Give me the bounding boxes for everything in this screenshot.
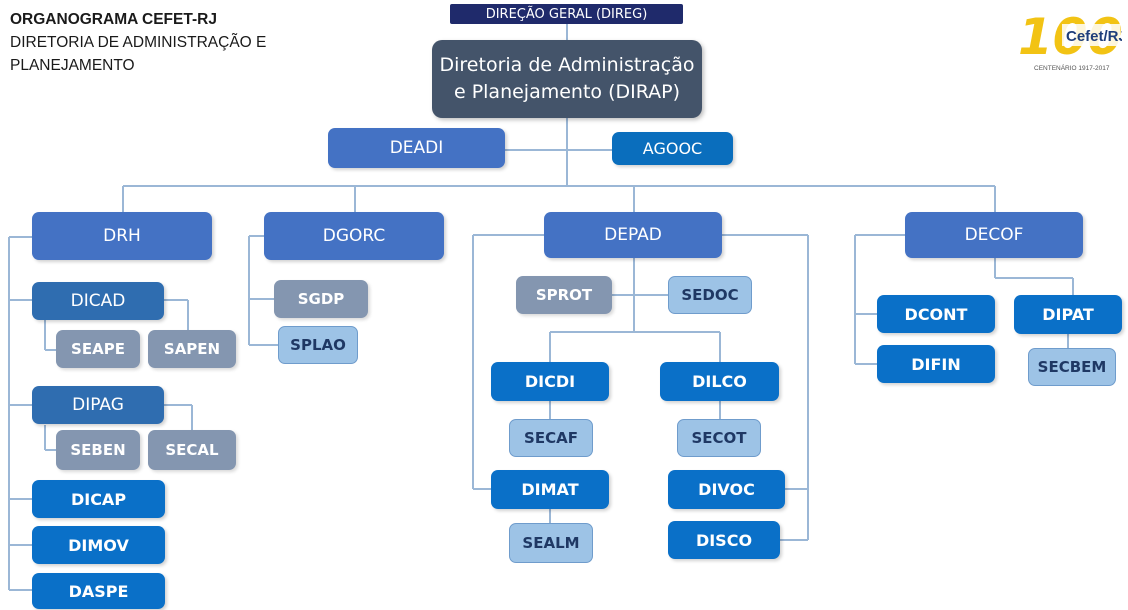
node-dgorc[interactable]: DGORC [264,212,444,260]
node-secot[interactable]: SECOT [677,419,761,457]
node-dirap-line1: Diretoria de Administração [439,54,695,77]
node-secal[interactable]: SECAL [148,430,236,470]
node-dimat[interactable]: DIMAT [491,470,609,509]
page-subtitle-line2: PLANEJAMENTO [10,57,135,74]
node-sprot[interactable]: SPROT [516,276,612,314]
node-secaf[interactable]: SECAF [509,419,593,457]
page-header: ORGANOGRAMA CEFET-RJ DIRETORIA DE ADMINI… [10,8,266,77]
node-decof[interactable]: DECOF [905,212,1083,258]
node-sealm[interactable]: SEALM [509,523,593,563]
node-agooc[interactable]: AGOOC [612,132,733,165]
node-drh[interactable]: DRH [32,212,212,260]
svg-text:Cefet/RJ: Cefet/RJ [1066,28,1122,45]
node-depad[interactable]: DEPAD [544,212,722,258]
node-sapen[interactable]: SAPEN [148,330,236,368]
node-direg[interactable]: DIREÇÃO GERAL (DIREG) [450,4,683,24]
node-dipat[interactable]: DIPAT [1014,295,1122,334]
node-dicad[interactable]: DICAD [32,282,164,320]
node-sedoc[interactable]: SEDOC [668,276,752,314]
svg-text:CENTENÁRIO 1917-2017: CENTENÁRIO 1917-2017 [1034,63,1110,72]
node-dirap[interactable]: Diretoria de Administração e Planejament… [432,40,702,118]
node-sgdp[interactable]: SGDP [274,280,368,318]
node-splao[interactable]: SPLAO [278,326,358,364]
node-difin[interactable]: DIFIN [877,345,995,383]
node-dimov[interactable]: DIMOV [32,526,165,564]
node-dirap-line2: e Planejamento (DIRAP) [453,81,681,103]
node-disco[interactable]: DISCO [668,521,780,559]
node-seape[interactable]: SEAPE [56,330,140,368]
node-daspe[interactable]: DASPE [32,573,165,609]
cefet-centenary-logo: 100 Cefet/RJ CENTENÁRIO 1917-2017 [1018,8,1122,72]
node-dcont[interactable]: DCONT [877,295,995,333]
node-divoc[interactable]: DIVOC [668,470,785,509]
node-dicap[interactable]: DICAP [32,480,165,518]
node-dipag[interactable]: DIPAG [32,386,164,424]
node-seben[interactable]: SEBEN [56,430,140,470]
node-dicdi[interactable]: DICDI [491,362,609,401]
node-dilco[interactable]: DILCO [660,362,779,401]
node-deadi[interactable]: DEADI [328,128,505,168]
page-title: ORGANOGRAMA CEFET-RJ [10,11,217,28]
page-subtitle-line1: DIRETORIA DE ADMINISTRAÇÃO E [10,34,267,51]
node-secbem[interactable]: SECBEM [1028,348,1116,386]
